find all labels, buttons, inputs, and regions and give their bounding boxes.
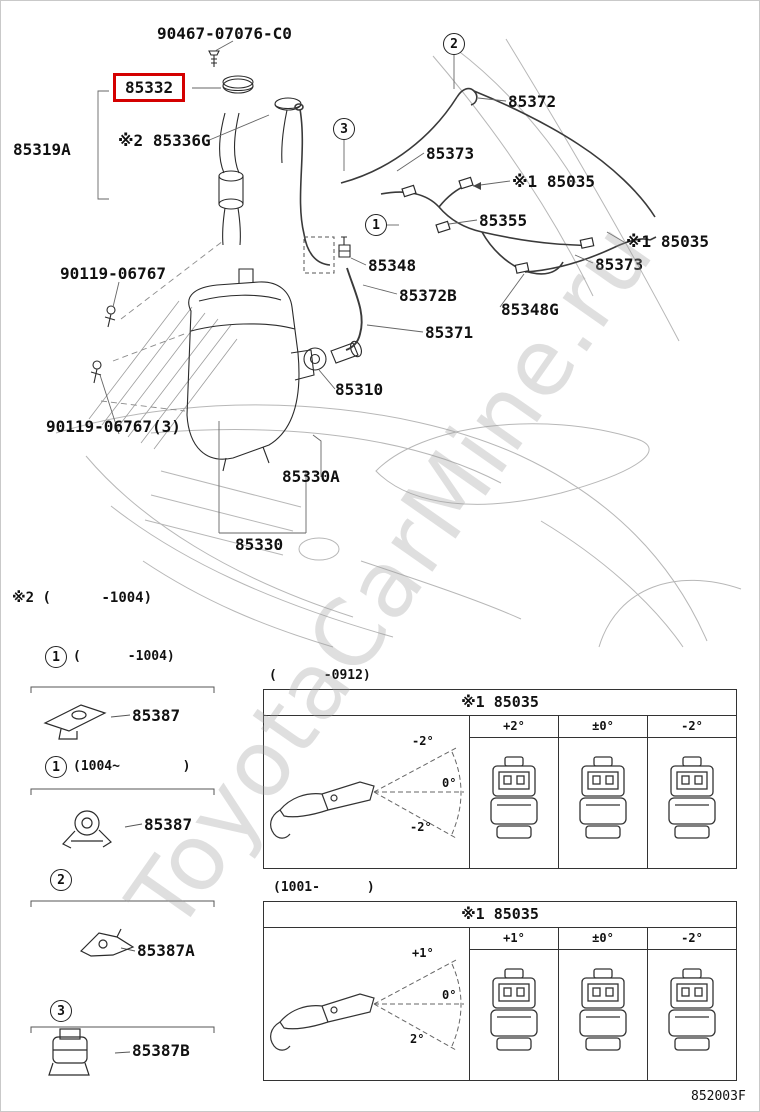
- column-header-angle: -2°: [648, 716, 736, 738]
- table1-title-85035[interactable]: ※1 85035: [264, 690, 736, 716]
- nozzle-spec-table-1: ※1 85035 -2°: [263, 689, 737, 869]
- part-number-85387b[interactable]: 85387B: [132, 1041, 190, 1060]
- connector-icon: [579, 756, 627, 839]
- connector-icon: [579, 968, 627, 1051]
- spec-column: +2°: [470, 716, 559, 868]
- part-number-85373-upper[interactable]: 85373: [426, 144, 475, 163]
- footnote-note2: ※2 ( -1004): [12, 590, 153, 606]
- connector-cell: [559, 950, 647, 1080]
- table1-date-range: ( -0912): [269, 668, 371, 683]
- callout-number: 3: [340, 121, 348, 137]
- callout-number: 1: [52, 649, 60, 665]
- spec-column: +1°: [470, 928, 559, 1080]
- connector-icon: [490, 968, 538, 1051]
- connector-cell: [559, 738, 647, 868]
- column-header-angle: +1°: [470, 928, 558, 950]
- part-number-85387a[interactable]: 85387A: [137, 941, 195, 960]
- connector-icon: [490, 756, 538, 839]
- connector-cell: [470, 738, 558, 868]
- spec-column: -2°: [648, 716, 736, 868]
- nozzle-spec-table-2: ※1 85035 +1°: [263, 901, 737, 1081]
- part-number-85332-highlighted[interactable]: 85332: [113, 73, 186, 102]
- legend-callout-3: 3: [50, 1000, 72, 1022]
- spray-pattern-cell: +1° 0° 2°: [264, 928, 470, 1080]
- part-number-85336g[interactable]: ※2 85336G: [118, 131, 211, 150]
- legend-callout-1b: 1: [45, 756, 67, 778]
- figure-code: 852003F: [691, 1089, 746, 1104]
- callout-circle-1: 1: [365, 214, 387, 236]
- legend-range-1b: (1004~ ): [73, 759, 191, 774]
- part-number-85371[interactable]: 85371: [425, 323, 474, 342]
- legend-range-1a: ( -1004): [73, 649, 175, 664]
- spray-angle-bottom: 2°: [410, 1032, 425, 1046]
- part-number-85348g[interactable]: 85348G: [501, 300, 559, 319]
- part-number-85348[interactable]: 85348: [368, 256, 417, 275]
- callout-number: 1: [372, 217, 380, 233]
- part-number-85387-a[interactable]: 85387: [132, 706, 181, 725]
- part-number-90467-07076-c0[interactable]: 90467-07076-C0: [157, 24, 292, 43]
- column-header-angle: +2°: [470, 716, 558, 738]
- legend-callout-1a: 1: [45, 646, 67, 668]
- spray-angle-bottom: -2°: [410, 820, 432, 834]
- column-header-angle: ±0°: [559, 716, 647, 738]
- callout-number: 2: [450, 36, 458, 52]
- nozzle-spray-illustration: [270, 959, 464, 1051]
- part-number-85330a[interactable]: 85330A: [282, 467, 340, 486]
- connector-icon: [668, 756, 716, 839]
- callout-number: 3: [57, 1003, 65, 1019]
- connector-cell: [648, 738, 736, 868]
- part-number-85035-right[interactable]: ※1 85035: [626, 232, 709, 251]
- part-number-85310[interactable]: 85310: [335, 380, 384, 399]
- column-header-angle: -2°: [648, 928, 736, 950]
- connector-cell: [648, 950, 736, 1080]
- part-number-85319a[interactable]: 85319A: [13, 140, 71, 159]
- part-number-85035-left[interactable]: ※1 85035: [512, 172, 595, 191]
- table2-title-85035[interactable]: ※1 85035: [264, 902, 736, 928]
- spray-angle-middle: 0°: [442, 776, 457, 790]
- part-number-90119-06767[interactable]: 90119-06767: [60, 264, 166, 283]
- spray-pattern-cell: -2° 0° -2°: [264, 716, 470, 868]
- callout-circle-2: 2: [443, 33, 465, 55]
- part-number-85387-b[interactable]: 85387: [144, 815, 193, 834]
- spec-column: ±0°: [559, 716, 648, 868]
- part-number-85330[interactable]: 85330: [235, 535, 284, 554]
- part-number-85372[interactable]: 85372: [508, 92, 557, 111]
- legend-callout-2: 2: [50, 869, 72, 891]
- part-number-85373-lower[interactable]: 85373: [595, 255, 644, 274]
- column-header-angle: ±0°: [559, 928, 647, 950]
- spec-column: -2°: [648, 928, 736, 1080]
- spec-column: ±0°: [559, 928, 648, 1080]
- spray-angle-top: -2°: [412, 734, 434, 748]
- connector-icon: [668, 968, 716, 1051]
- spray-angle-top: +1°: [412, 946, 434, 960]
- callout-circle-3: 3: [333, 118, 355, 140]
- connector-cell: [470, 950, 558, 1080]
- callout-number: 1: [52, 759, 60, 775]
- part-number-90119-06767-3[interactable]: 90119-06767(3): [46, 417, 181, 436]
- part-number-85372b[interactable]: 85372B: [399, 286, 457, 305]
- spray-angle-middle: 0°: [442, 988, 457, 1002]
- nozzle-spray-illustration: [270, 747, 464, 839]
- part-number-85355[interactable]: 85355: [479, 211, 528, 230]
- table2-date-range: (1001- ): [273, 880, 375, 895]
- callout-number: 2: [57, 872, 65, 888]
